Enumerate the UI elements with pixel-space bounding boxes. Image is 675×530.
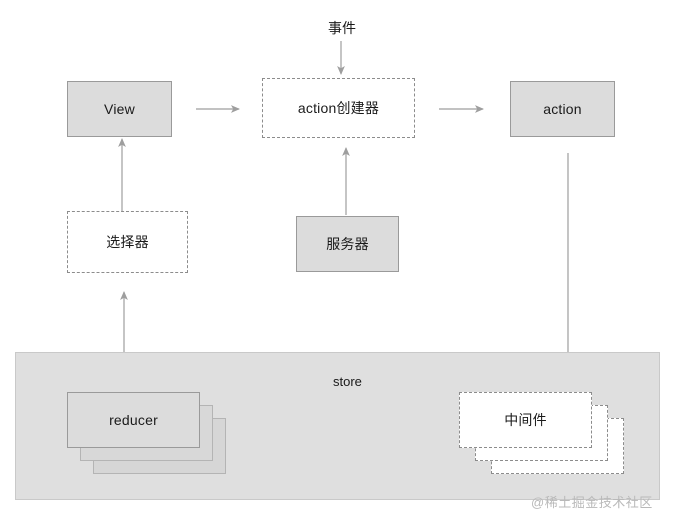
node-server-label: 服务器 bbox=[326, 235, 369, 252]
node-reducer-label: reducer bbox=[109, 411, 158, 428]
node-middleware[interactable]: 中间件 bbox=[459, 392, 592, 448]
node-action-creator[interactable]: action创建器 bbox=[262, 78, 415, 138]
watermark: @稀土掘金技术社区 bbox=[531, 495, 653, 510]
node-view-label: View bbox=[104, 100, 135, 117]
node-action[interactable]: action bbox=[510, 81, 615, 137]
node-middleware-label: 中间件 bbox=[504, 411, 547, 428]
node-view[interactable]: View bbox=[67, 81, 172, 137]
node-store-label: store bbox=[333, 374, 362, 389]
node-action-creator-label: action创建器 bbox=[297, 99, 380, 116]
node-event-label: 事件 bbox=[328, 20, 356, 36]
node-selector-label: 选择器 bbox=[106, 233, 149, 250]
node-action-label: action bbox=[543, 100, 582, 117]
node-server[interactable]: 服务器 bbox=[296, 216, 399, 272]
node-selector[interactable]: 选择器 bbox=[67, 211, 188, 273]
node-reducer[interactable]: reducer bbox=[67, 392, 200, 448]
